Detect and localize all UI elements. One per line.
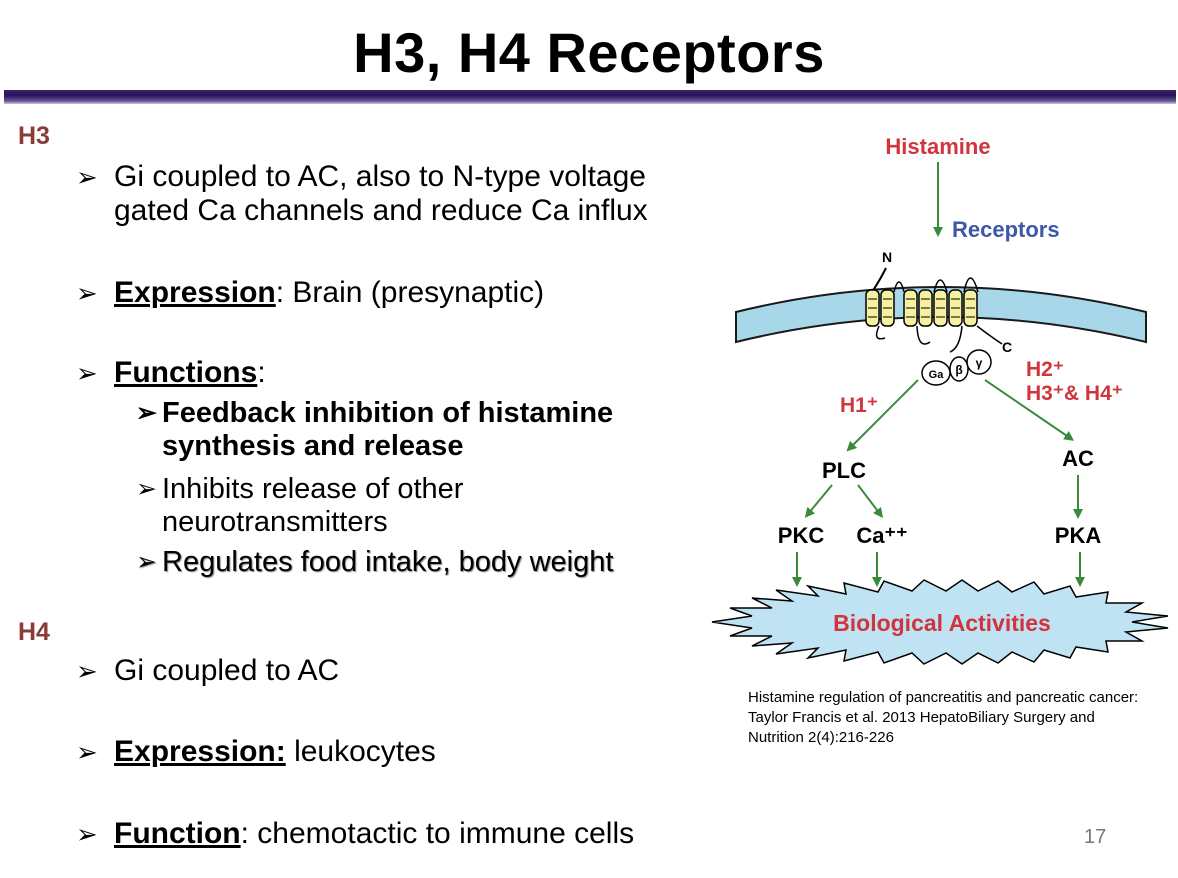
histamine-label: Histamine [885, 134, 990, 159]
page-number: 17 [1084, 826, 1107, 848]
biological-activities-burst [711, 579, 1169, 665]
biological-activities-label: Biological Activities [833, 610, 1051, 636]
receptor-helices [865, 277, 1003, 353]
arrow-bullet-icon: ➢ [76, 278, 98, 308]
pkc-label: PKC [778, 523, 825, 548]
expression-value: leukocytes [285, 735, 436, 768]
c-terminal-label: C [1002, 339, 1012, 355]
arrow-to-plc [846, 379, 919, 452]
arrow-bullet-icon: ➢ [136, 399, 157, 427]
bullet-h4-expression: ➢ Expression: leukocytes [76, 735, 696, 771]
arrow-bullet-icon: ➢ [136, 548, 157, 576]
ac-label: AC [1062, 446, 1094, 471]
arrow-bullet-icon: ➢ [76, 737, 98, 767]
pka-label: PKA [1055, 523, 1102, 548]
function-label: Function [114, 817, 241, 850]
sub-bullet-food-intake: ➢ Regulates food intake, body weight [136, 546, 696, 582]
plc-label: PLC [822, 458, 866, 483]
bullet-h4-coupling: ➢ Gi coupled to AC [76, 654, 696, 690]
functions-label: Functions [114, 356, 258, 389]
figure-caption: Histamine regulation of pancreatitis and… [748, 688, 1168, 748]
bullet-h3-expression: ➢ Expression: Brain (presynaptic) [76, 276, 696, 312]
arrow-bullet-icon: ➢ [136, 475, 157, 503]
g-gamma-label: γ [976, 356, 983, 370]
function-value: : chemotactic to immune cells [240, 817, 635, 850]
expression-label: Expression: [114, 735, 286, 768]
g-alpha-label: Ga [929, 369, 945, 381]
receptors-label: Receptors [952, 217, 1060, 242]
caption-line1: Histamine regulation of pancreatitis and… [748, 689, 1139, 706]
h3-h4-receptor-label: H3⁺& H4⁺ [1026, 382, 1123, 405]
arrow-bullet-icon: ➢ [76, 656, 98, 686]
h1-receptor-label: H1⁺ [840, 394, 878, 417]
bullet-text: Gi coupled to AC [114, 654, 340, 687]
bullet-h4-function: ➢ Function: chemotactic to immune cells [76, 817, 696, 853]
bullet-text-line1: Gi coupled to AC, also to N-type voltage [114, 160, 646, 193]
expression-label: Expression [114, 276, 276, 309]
sub-bullet-inhibits: ➢ Inhibits release of other neurotransmi… [136, 473, 696, 539]
caption-line2: Taylor Francis et al. 2013 HepatoBiliary… [748, 709, 1095, 726]
sub-bullet-text-line1: Feedback inhibition of histamine [162, 397, 614, 429]
bullet-h3-functions: ➢ Functions: [76, 356, 696, 392]
arrow-bullet-icon: ➢ [76, 162, 98, 192]
g-gamma-subunit [966, 349, 992, 375]
arrow-to-ca [857, 484, 884, 518]
g-beta-subunit [949, 356, 969, 382]
sub-bullet-feedback: ➢ Feedback inhibition of histamine synth… [136, 397, 696, 463]
sub-bullet-text-line2: neurotransmitters [162, 506, 388, 538]
h2-receptor-label: H2⁺ [1026, 358, 1064, 381]
sub-bullet-text: Regulates food intake, body weight [162, 546, 614, 578]
ca-label: Ca⁺⁺ [856, 523, 907, 548]
bullet-h3-coupling: ➢ Gi coupled to AC, also to N-type volta… [76, 160, 696, 230]
sub-bullet-text-line1: Inhibits release of other [162, 473, 464, 505]
bullet-text-line2: gated Ca channels and reduce Ca influx [114, 194, 648, 227]
title-underline-bar [4, 90, 1176, 104]
expression-value: : Brain (presynaptic) [275, 276, 545, 309]
n-terminal-label: N [882, 249, 892, 265]
caption-line3: Nutrition 2(4):216-226 [748, 729, 894, 746]
slide-title: H3, H4 Receptors [353, 21, 825, 84]
arrow-to-pkc [804, 484, 833, 518]
arrow-to-ac [984, 379, 1075, 441]
section-label-h4: H4 [18, 618, 50, 646]
arrow-bullet-icon: ➢ [76, 358, 98, 388]
section-label-h3: H3 [18, 122, 50, 150]
sub-bullet-text-line2: synthesis and release [162, 430, 464, 462]
functions-colon: : [257, 356, 266, 389]
g-beta-label: β [955, 363, 962, 377]
arrow-bullet-icon: ➢ [76, 819, 98, 849]
